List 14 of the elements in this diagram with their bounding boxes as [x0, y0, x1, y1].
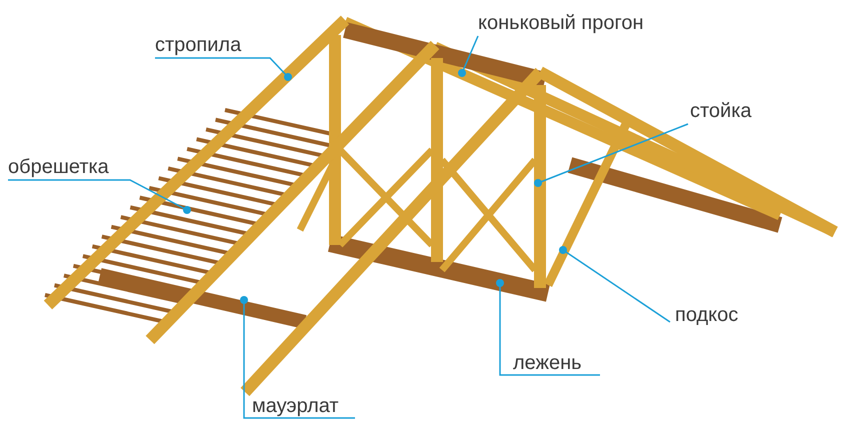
- leader-line: [534, 123, 688, 187]
- leader-line: [8, 179, 191, 214]
- leader-line: [155, 57, 292, 81]
- part-label: мауэрлат: [252, 395, 339, 417]
- leader-line: [559, 246, 670, 323]
- leader-line: [240, 296, 355, 419]
- part-label: лежень: [513, 352, 582, 374]
- part-label: стропила: [155, 34, 242, 56]
- part-label: коньковый прогон: [478, 12, 644, 34]
- leader-line: [496, 279, 600, 376]
- leader-line: [458, 36, 479, 77]
- part-label: стойка: [690, 100, 752, 122]
- part-label: подкос: [675, 304, 738, 326]
- part-label: обрешетка: [8, 156, 109, 178]
